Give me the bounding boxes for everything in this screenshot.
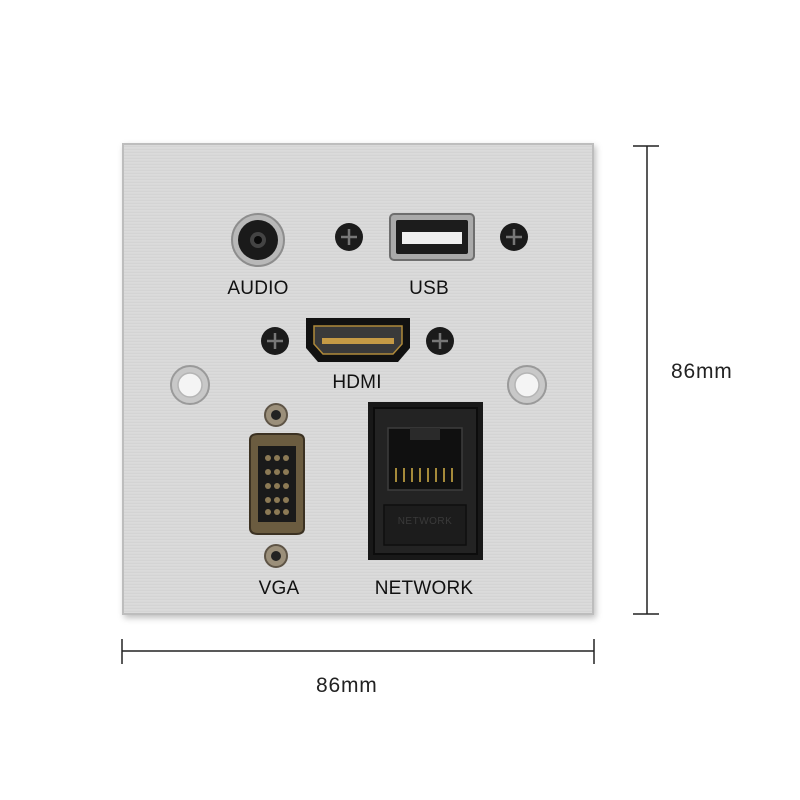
usb-label: USB	[409, 278, 449, 299]
mounting-hole-icon	[507, 365, 547, 405]
usb-port-icon	[389, 213, 475, 261]
rj45-port-icon	[368, 402, 483, 560]
screw-icon	[426, 327, 454, 355]
screw-icon	[261, 327, 289, 355]
hdmi-port-icon	[306, 318, 410, 362]
screw-icon	[335, 223, 363, 251]
screw-icon	[264, 403, 288, 427]
mounting-hole-icon	[170, 365, 210, 405]
network-module-inner-label: NETWORK	[397, 516, 453, 527]
audio-jack-icon	[231, 213, 285, 267]
audio-label: AUDIO	[227, 278, 289, 299]
width-dimension-label: 86mm	[316, 674, 378, 697]
vga-label: VGA	[258, 578, 300, 599]
height-dimension-line	[633, 145, 659, 615]
network-label: NETWORK	[374, 578, 474, 599]
hdmi-label: HDMI	[332, 372, 382, 393]
screw-icon	[264, 544, 288, 568]
height-dimension-label: 86mm	[671, 360, 733, 383]
width-dimension-line	[121, 639, 595, 664]
vga-port-icon	[249, 433, 305, 535]
screw-icon	[500, 223, 528, 251]
